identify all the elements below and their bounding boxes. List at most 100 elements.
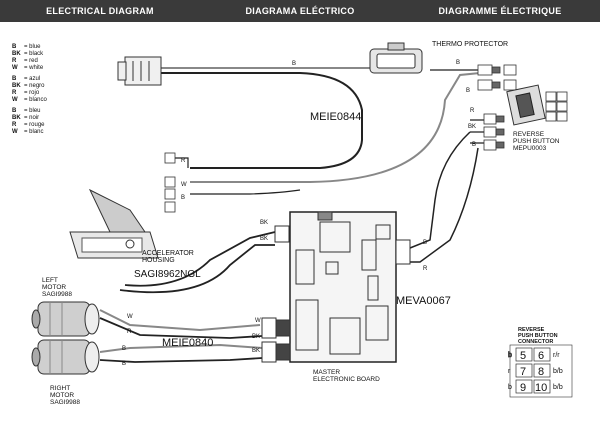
connector-block bbox=[477, 64, 493, 76]
charger-plug-tab bbox=[117, 61, 127, 81]
connector-pin bbox=[491, 66, 501, 74]
connector-block bbox=[164, 152, 176, 164]
legend-code: R bbox=[12, 90, 17, 96]
charger-plug bbox=[117, 56, 162, 86]
board-component bbox=[367, 275, 379, 301]
terminal bbox=[556, 101, 568, 112]
connector-block bbox=[477, 79, 493, 91]
left-motor-label-line3: SAGI9988 bbox=[42, 291, 72, 298]
connector-pin bbox=[491, 81, 501, 89]
board-terminal bbox=[317, 211, 333, 221]
connector-block bbox=[503, 79, 517, 91]
legend-code: BK bbox=[12, 115, 21, 121]
connector-block bbox=[164, 201, 176, 213]
header-bar: ELECTRICAL DIAGRAM DIAGRAMA ELÉCTRICO DI… bbox=[0, 0, 600, 22]
left-motor-label-line2: MOTOR bbox=[42, 284, 66, 291]
wire-tag: R bbox=[127, 329, 132, 335]
legend-text: = noir bbox=[24, 115, 39, 121]
wire-accel-black-2 bbox=[119, 244, 275, 294]
legend-code: B bbox=[12, 76, 17, 82]
wire-reverse-to-board bbox=[409, 131, 471, 249]
legend-code: W bbox=[12, 97, 18, 103]
connector-block bbox=[483, 113, 497, 125]
left-motor: LEFT MOTOR SAGI9988 bbox=[31, 277, 100, 337]
wire-left-motor-w bbox=[99, 309, 261, 332]
left-motor-shaft bbox=[31, 309, 41, 329]
thermo-protector-window bbox=[376, 53, 416, 69]
legend-text: = rouge bbox=[24, 122, 45, 128]
legend-code: W bbox=[12, 129, 18, 135]
charger-plug-body bbox=[124, 56, 162, 86]
wire-tag: B bbox=[466, 88, 470, 94]
wire-main-harness bbox=[160, 72, 363, 169]
motor-harness-label: MEIE0840 bbox=[162, 337, 213, 349]
wire-tag: B bbox=[292, 61, 296, 67]
board-connector-right-motor-pin bbox=[275, 343, 291, 361]
board-connector-reverse bbox=[395, 239, 411, 265]
connector-wire-code: b/b bbox=[553, 384, 563, 391]
legend-code: R bbox=[12, 122, 17, 128]
reverse-button-terminals bbox=[545, 91, 568, 122]
wire-red-stub bbox=[170, 157, 189, 168]
connector-wire-code: r/r bbox=[553, 352, 560, 359]
connector-pin-number: 7 bbox=[520, 366, 526, 378]
board-label-line2: ELECTRONIC BOARD bbox=[313, 376, 380, 383]
wire-accel-black bbox=[124, 231, 276, 287]
harness-connectors bbox=[164, 152, 176, 213]
color-legend: B= blue BK= black R= red W= white B= azu… bbox=[12, 44, 48, 135]
connector-cell bbox=[533, 363, 551, 378]
connector-wire-code: b/b bbox=[553, 368, 563, 375]
wire-blue-run bbox=[190, 189, 301, 195]
legend-code: R bbox=[12, 58, 17, 64]
connector-cell bbox=[515, 347, 533, 362]
board-component bbox=[361, 239, 377, 271]
legend-text: = bleu bbox=[24, 108, 41, 114]
wire-tag: BK bbox=[252, 334, 260, 340]
wires bbox=[99, 67, 495, 363]
wire-tag: BK bbox=[260, 236, 268, 242]
wire-tag: W bbox=[255, 318, 261, 324]
left-motor-endcap bbox=[84, 303, 100, 335]
connector-pin-number: 10 bbox=[535, 382, 547, 394]
connector-frame bbox=[509, 344, 573, 398]
thermo-protector: THERMO PROTECTOR bbox=[369, 41, 508, 74]
wire-right-motor-w bbox=[99, 343, 263, 353]
connector-block bbox=[164, 188, 176, 200]
left-motor-body bbox=[37, 301, 91, 337]
left-motor-label-line1: LEFT bbox=[42, 277, 58, 284]
connector-block bbox=[164, 176, 176, 188]
board-component bbox=[295, 249, 315, 285]
accelerator-switch-icon bbox=[125, 239, 135, 249]
connector-cell bbox=[533, 379, 551, 394]
connector-pin-number: 5 bbox=[520, 350, 526, 362]
legend-text: = black bbox=[24, 51, 44, 57]
board-component bbox=[329, 317, 361, 355]
accelerator-part-number: SAGI8962NGL bbox=[134, 269, 201, 280]
legend-text: = blanc bbox=[24, 129, 44, 135]
connector-pin-number: 9 bbox=[520, 382, 526, 394]
terminal bbox=[545, 111, 557, 122]
accelerator-housing: ACCELERATOR HOUSING SAGI8962NGL bbox=[69, 188, 201, 280]
wire-left-motor-bk bbox=[99, 317, 263, 339]
wire-tag: R bbox=[181, 158, 186, 164]
wire-tag: BK bbox=[468, 124, 476, 130]
wire-tag: B bbox=[122, 346, 126, 352]
main-harness-label: MEIE0844 bbox=[310, 111, 361, 123]
thermo-protector-cap bbox=[387, 42, 405, 51]
board-connector-right-motor bbox=[261, 341, 277, 363]
board-component bbox=[365, 305, 389, 341]
accelerator-label-line2: HOUSING bbox=[142, 257, 175, 264]
wire-tag: W bbox=[127, 314, 133, 320]
header-title-english: ELECTRICAL DIAGRAM bbox=[46, 6, 154, 16]
terminal bbox=[556, 91, 568, 102]
connector-wire-code: r bbox=[508, 368, 511, 375]
right-motor: RIGHT MOTOR SAGI9988 bbox=[31, 339, 100, 406]
connector-block bbox=[483, 139, 497, 151]
board-component bbox=[295, 299, 319, 351]
legend-code: B bbox=[12, 44, 17, 50]
accelerator-label-line1: ACCELERATOR bbox=[142, 250, 194, 257]
connector-wire-code: b bbox=[508, 384, 512, 391]
reverse-label-line2: PUSH BUTTON bbox=[513, 138, 560, 145]
legend-text: = azul bbox=[24, 76, 40, 82]
connector-block bbox=[483, 126, 497, 138]
